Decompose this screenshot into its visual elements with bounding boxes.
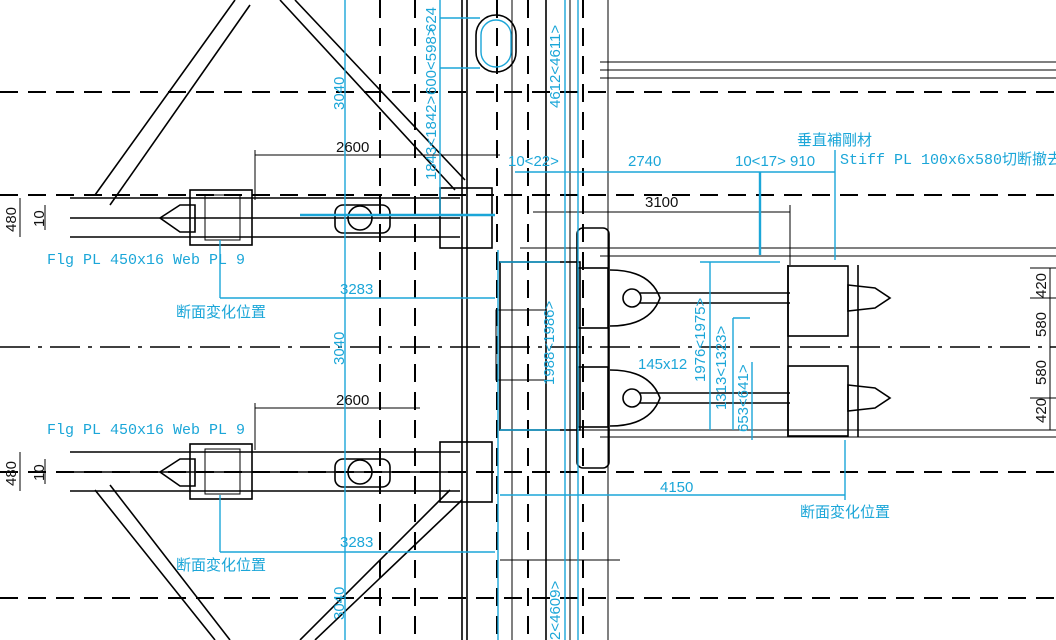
manhole-inner xyxy=(480,19,512,68)
dim-2600-upper: 2600 xyxy=(336,139,370,156)
diagonal-brace-upper xyxy=(94,0,466,206)
section-change-label-lower: 断面変化位置 xyxy=(176,557,267,574)
dim-480-upper: 480 xyxy=(3,206,20,232)
dim-420-lower: 420 xyxy=(1033,397,1050,423)
dim-3040-top: 3040 xyxy=(331,76,348,110)
dim-2740: 2740 xyxy=(628,153,662,170)
dim-600-598: 600<598> xyxy=(423,27,440,95)
stiffener-label-jp: 垂直補剛材 xyxy=(797,132,873,149)
tie-member-right-lower xyxy=(577,365,892,437)
flange-spec-lower: Flg PL 450x16 Web PL 9 xyxy=(47,422,246,439)
dim-10-upper: 10 xyxy=(31,210,48,227)
stiffener-spec: Stiff PL 100x6x580切断撤去 xyxy=(840,152,1056,169)
dim-3283-lower: 3283 xyxy=(340,534,374,551)
black-dimension-lines xyxy=(19,150,1056,491)
vertical-girders xyxy=(379,0,609,640)
dim-653-641: 653<641> xyxy=(735,364,752,432)
flange-spec-upper: Flg PL 450x16 Web PL 9 xyxy=(47,252,246,269)
dim-3040-mid: 3040 xyxy=(331,331,348,365)
dim-3283-upper: 3283 xyxy=(340,281,374,298)
section-change-label-upper: 断面変化位置 xyxy=(176,304,267,321)
dim-10-22: 10<22> xyxy=(508,153,559,170)
dim-3100: 3100 xyxy=(645,194,679,211)
dim-580-lower: 580 xyxy=(1033,359,1050,385)
section-change-label-right: 断面変化位置 xyxy=(800,504,891,521)
dim-4612-4611: 4612<4611> xyxy=(547,24,564,108)
dim-420-upper: 420 xyxy=(1033,272,1050,298)
manhole-outer xyxy=(475,14,517,73)
tie-member-lower xyxy=(70,441,493,503)
dim-1988-1986: 1988<1986> xyxy=(541,300,558,385)
tie-member-upper xyxy=(70,187,493,249)
dim-1843-1842: 1843<1842> xyxy=(423,95,440,180)
dim-3040-bottom: 3040 xyxy=(331,586,348,620)
diagonal-brace-lower xyxy=(94,484,463,640)
dim-4609: 2<4609> xyxy=(547,580,564,640)
dim-2600-lower: 2600 xyxy=(336,392,370,409)
dim-4150: 4150 xyxy=(660,479,694,496)
dim-10-17-910: 10<17> 910 xyxy=(735,153,816,170)
plate-145x12: 145x12 xyxy=(638,356,688,373)
cyan-dimension-lines xyxy=(219,0,846,640)
dim-10-lower: 10 xyxy=(31,464,48,481)
tie-member-right-upper xyxy=(577,265,892,337)
dim-480-lower: 480 xyxy=(3,460,20,486)
dim-1976-1975: 1976<1975> xyxy=(692,297,709,382)
dim-580-upper: 580 xyxy=(1033,311,1050,337)
dim-1313-1323: 1313<1323> xyxy=(713,325,730,410)
